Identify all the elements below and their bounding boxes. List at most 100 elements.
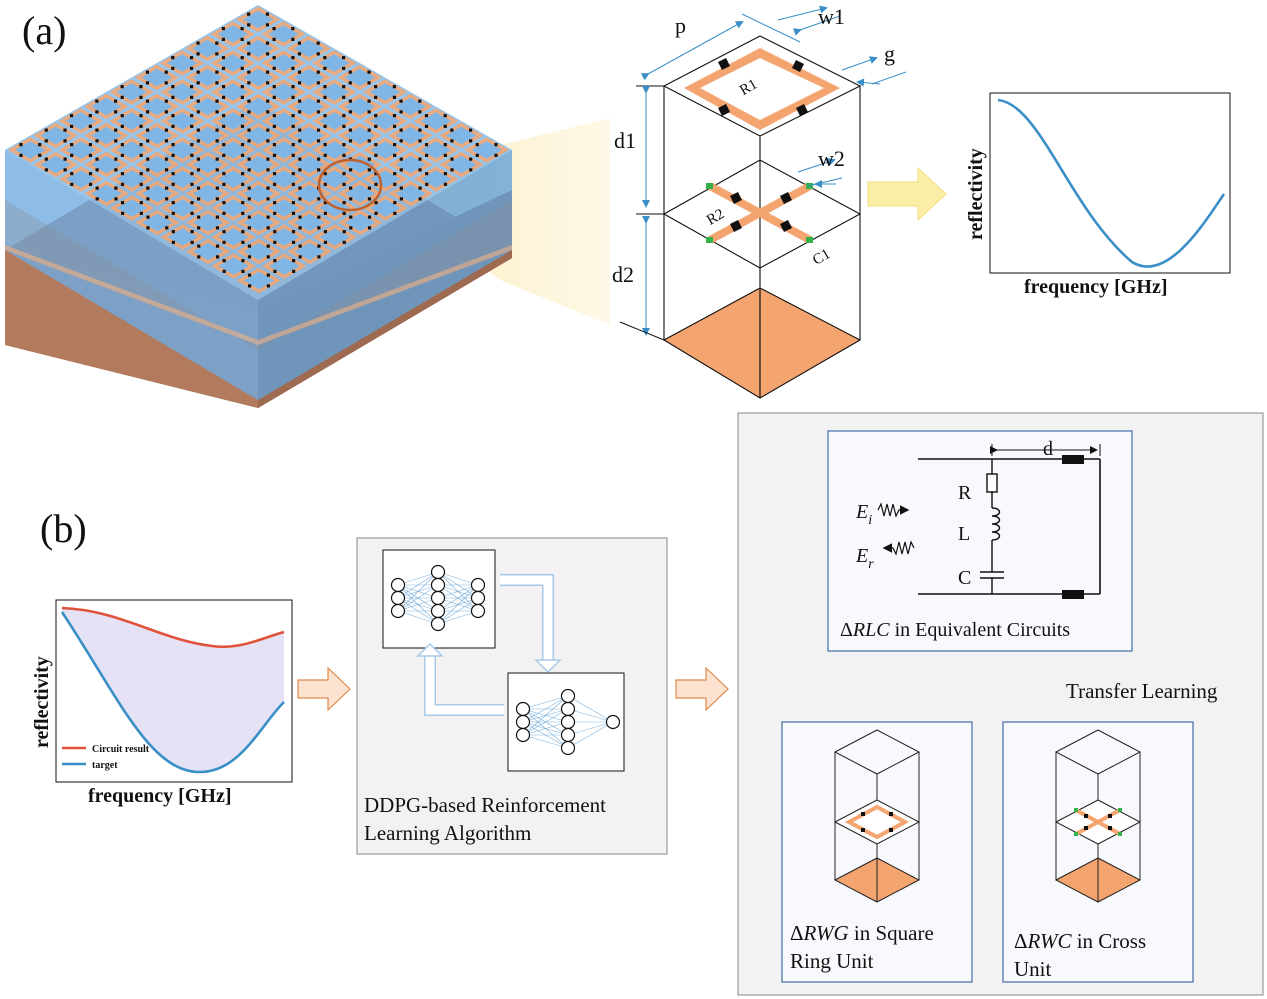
lumped-element	[63, 168, 67, 172]
lumped-element	[222, 240, 226, 244]
lumped-element	[349, 226, 353, 230]
ring-inner	[141, 97, 173, 116]
lumped-element	[317, 226, 321, 230]
lumped-element	[265, 52, 270, 56]
nn-neuron	[515, 701, 531, 717]
lumped-element	[1108, 826, 1112, 830]
lumped-element	[291, 124, 295, 128]
ring-inner	[167, 141, 198, 159]
lumped-element	[323, 95, 327, 99]
lumped-element	[222, 211, 226, 215]
ring-inner	[319, 141, 350, 159]
ring-inner	[218, 228, 249, 246]
lumped-element	[418, 168, 422, 172]
lumped-element	[247, 12, 251, 16]
lumped-element	[19, 153, 23, 157]
lumped-element	[317, 157, 321, 161]
lumped-element	[393, 201, 397, 205]
lumped-element	[348, 168, 353, 172]
r2-label: R2	[704, 206, 727, 229]
lumped-element	[240, 124, 245, 128]
lumped-element	[171, 56, 175, 60]
lumped-element	[19, 143, 23, 147]
error-region	[62, 608, 284, 772]
dim-p: p	[675, 13, 686, 38]
ring-inner	[319, 54, 350, 72]
lumped-element	[443, 172, 448, 176]
lumped-element	[44, 128, 48, 132]
lumped-element	[272, 124, 276, 128]
nn-connection	[437, 584, 479, 625]
lumped-element	[120, 124, 124, 128]
lumped-element	[348, 70, 352, 74]
lumped-element	[196, 52, 200, 56]
nn-connection	[522, 721, 569, 736]
lumped-element	[189, 56, 194, 60]
lumped-element	[241, 230, 245, 234]
ring-inner	[217, 54, 249, 72]
nn-neuron	[515, 727, 531, 743]
lumped-element	[316, 81, 320, 85]
ring-inner	[116, 199, 148, 217]
lumped-element	[374, 95, 378, 99]
ring-inner	[268, 25, 299, 43]
ring-inner	[142, 184, 173, 203]
ring-inner	[192, 97, 223, 116]
lumped-element	[221, 27, 225, 31]
lumped-element	[266, 273, 270, 277]
lumped-element	[146, 186, 150, 190]
ring-inner	[294, 184, 325, 203]
capacitor-element	[1074, 808, 1078, 812]
lumped-element	[323, 182, 327, 186]
lumped-element	[317, 168, 321, 172]
lumped-element	[221, 85, 226, 89]
lumped-element	[221, 95, 226, 99]
lumped-element	[247, 226, 251, 230]
lumped-element	[265, 12, 270, 16]
lumped-element	[399, 157, 403, 161]
lumped-element	[215, 52, 219, 56]
circuit-d-label: d	[1043, 438, 1053, 460]
lumped-element	[240, 114, 245, 118]
ring-inner	[141, 68, 173, 87]
lumped-element	[297, 41, 302, 45]
lumped-element	[342, 182, 346, 186]
ring-inner	[192, 184, 224, 203]
nn-neuron	[390, 590, 406, 606]
lumped-element	[190, 114, 194, 118]
lumped-element	[63, 157, 67, 161]
lumped-element	[215, 226, 220, 230]
lumped-element	[323, 66, 327, 70]
lumped-element	[450, 139, 454, 143]
nn-neuron	[470, 603, 486, 619]
unit-highlight-circle	[317, 158, 383, 212]
lumped-element	[171, 153, 175, 157]
ring-inner	[192, 39, 223, 58]
lumped-element	[215, 197, 219, 201]
lumped-element	[424, 143, 429, 147]
ring-inner	[293, 68, 325, 87]
nn-connection	[567, 695, 614, 723]
lumped-element	[164, 168, 169, 172]
circuit-r-label: R	[958, 482, 972, 504]
nn-neuron	[390, 603, 406, 619]
lumped-element	[342, 153, 346, 157]
ring-inner	[166, 54, 198, 72]
ring-inner	[141, 155, 173, 174]
lumped-element	[196, 70, 200, 74]
lumped-element	[367, 197, 372, 201]
lumped-element	[393, 143, 397, 147]
lumped-element	[367, 139, 371, 143]
lumped-element	[298, 168, 302, 172]
lumped-element	[190, 211, 194, 215]
lumped-element	[215, 157, 219, 161]
lumped-element	[114, 128, 118, 132]
lumped-element	[861, 828, 865, 832]
lumped-element	[266, 244, 270, 248]
lumped-element	[348, 110, 352, 114]
lumped-element	[266, 110, 270, 114]
lumped-element	[114, 110, 118, 114]
lumped-element	[342, 240, 346, 244]
lumped-element	[291, 182, 295, 186]
lumped-element	[171, 182, 175, 186]
